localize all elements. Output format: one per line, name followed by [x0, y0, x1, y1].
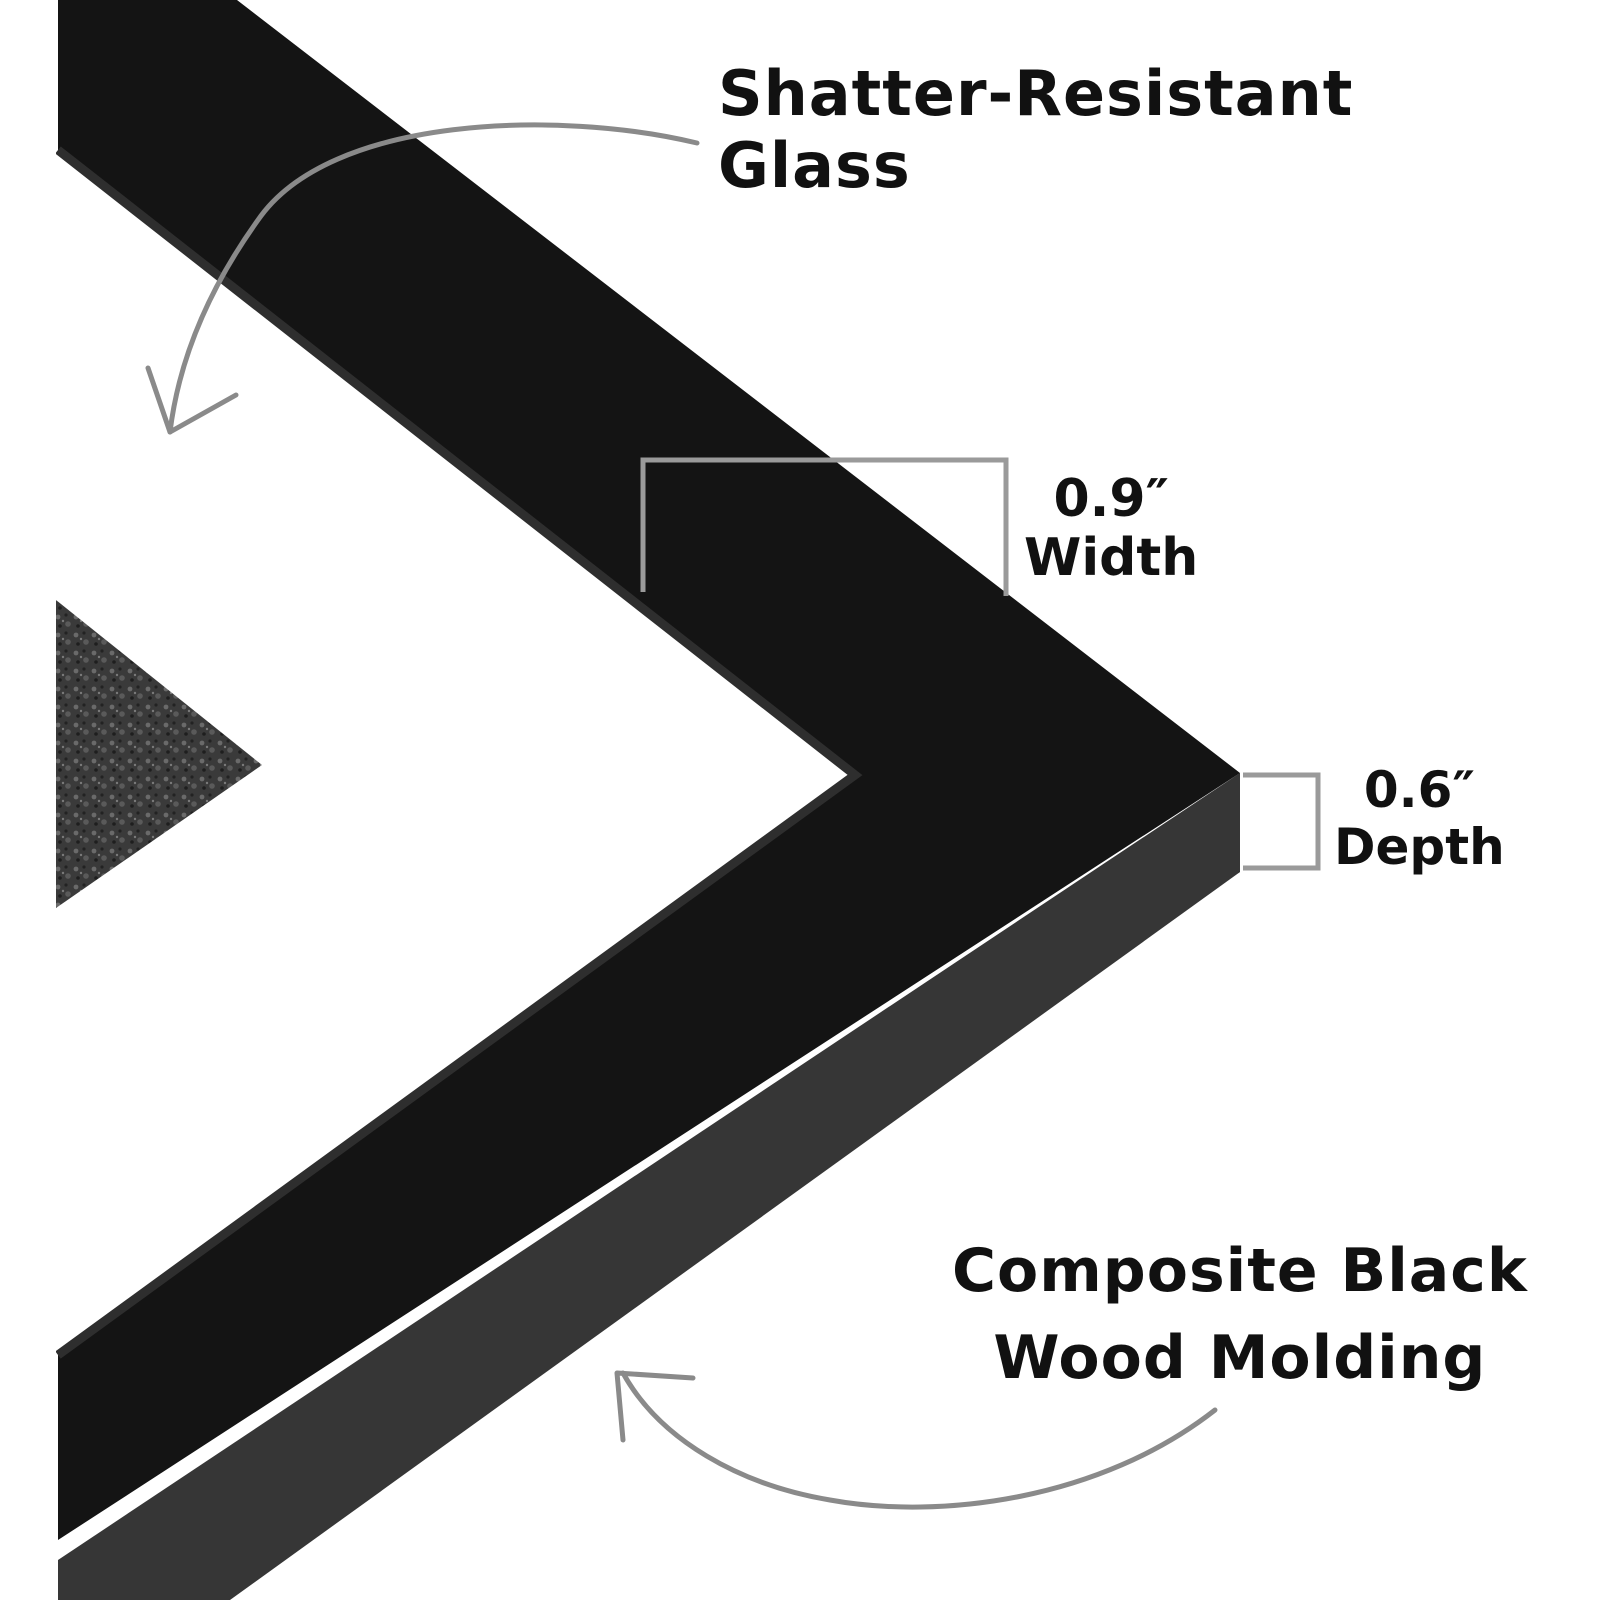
depth-value: 0.6″: [1363, 761, 1475, 819]
curved-arrow-icon: [145, 122, 700, 435]
depth-callout: 0.6″ Depth: [1334, 762, 1505, 876]
photo-print: [56, 600, 262, 908]
width-value: 0.9″: [1053, 469, 1169, 529]
dimension-bracket-icon: [640, 457, 1009, 596]
glass-callout-line1: Shatter-Resistant: [718, 57, 1354, 130]
image-left-margin: [0, 0, 56, 1600]
dimension-bracket-icon: [1243, 772, 1321, 871]
width-callout: 0.9″ Width: [1024, 469, 1199, 589]
width-label: Width: [1024, 528, 1199, 589]
frame-side-depth-lower: [58, 773, 1240, 1600]
frame-face: [58, 0, 1240, 1540]
molding-callout: Composite Black Wood Molding: [952, 1228, 1528, 1402]
molding-callout-line1: Composite Black: [952, 1236, 1528, 1306]
depth-label: Depth: [1334, 818, 1505, 876]
curved-arrow-icon: [614, 1370, 1218, 1510]
glass-callout: Shatter-Resistant Glass: [718, 58, 1353, 202]
molding-callout-line2: Wood Molding: [993, 1323, 1487, 1393]
frame-inner-edge: [55, 146, 863, 1359]
glass-callout-line2: Glass: [718, 128, 911, 202]
